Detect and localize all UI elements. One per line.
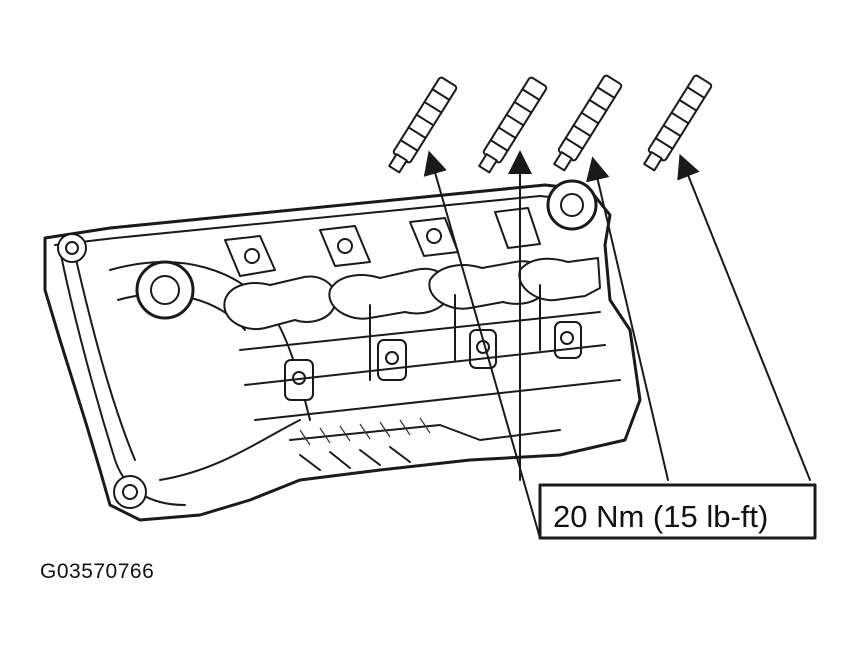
figure-id: G03570766 [40,560,155,583]
rear-bolt-boss [546,179,598,231]
leader-line-1 [423,150,541,539]
spark-plugs [388,74,713,174]
bottom-bolt-boss [113,475,147,509]
plug-wells [223,257,601,331]
left-bolt-boss [57,233,87,263]
bolt-bosses [57,179,598,509]
spark-plug-2 [478,76,548,174]
spark-plug-3 [553,74,623,172]
callout-leaders [423,150,811,539]
cam-journals [224,207,541,277]
leader-line-4 [677,153,811,481]
spark-plug-4 [643,74,713,172]
front-bolt-boss [135,260,195,320]
torque-callout: 20 Nm (15 lb-ft) [538,483,817,540]
leader-line-3 [586,156,669,481]
torque-label: 20 Nm (15 lb-ft) [553,499,768,534]
spark-plug-1 [388,76,458,174]
